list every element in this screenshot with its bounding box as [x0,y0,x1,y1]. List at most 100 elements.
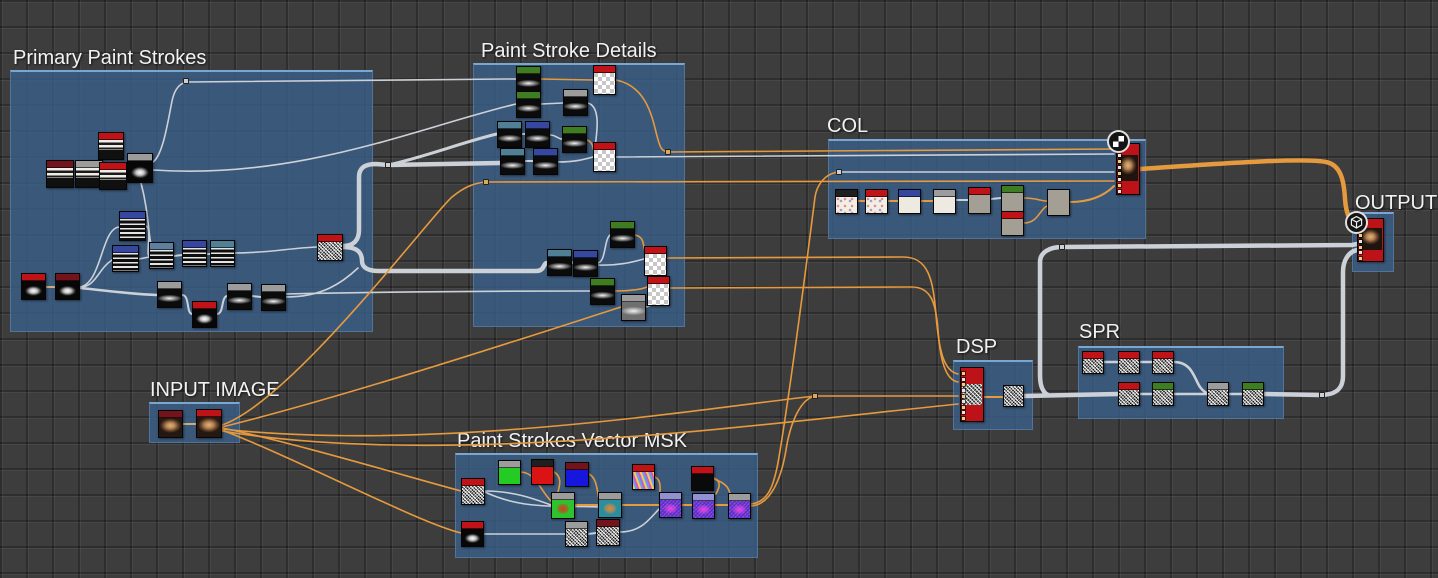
node-col-6[interactable] [1001,185,1024,212]
input-port[interactable] [1117,171,1122,176]
node-msk-3[interactable] [498,460,521,485]
node-col-4[interactable] [933,189,956,214]
node-msk-8[interactable] [598,492,622,518]
node-psd-10[interactable] [533,148,558,175]
input-port[interactable] [961,416,966,421]
checkerboard-view-icon[interactable] [1107,130,1130,153]
node-pps-13[interactable] [55,273,80,300]
node-dsp-1[interactable] [960,367,984,422]
node-psd-15[interactable] [590,278,615,305]
node-msk-4[interactable] [531,459,554,485]
node-pps-2[interactable] [46,160,74,188]
node-psd-4[interactable] [563,89,588,116]
input-port[interactable] [961,404,966,410]
node-pps-6[interactable] [119,211,146,241]
node-psd-14[interactable] [644,246,667,276]
node-psd-5[interactable] [497,121,522,148]
input-port[interactable] [961,399,966,405]
node-thumbnail [836,197,857,213]
node-msk-1[interactable] [461,478,485,505]
node-col-1[interactable] [835,189,858,214]
node-spr-5[interactable] [1152,382,1174,406]
node-in-1[interactable] [158,410,183,438]
input-port[interactable] [1117,165,1122,170]
input-port[interactable] [1117,159,1122,164]
node-pps-12[interactable] [21,273,46,300]
node-pps-8[interactable] [149,242,174,269]
input-port[interactable] [1358,250,1363,256]
node-dsp-2[interactable] [1003,385,1024,407]
node-thumbnail [197,417,221,437]
node-psd-3[interactable] [516,91,541,118]
node-psd-7[interactable] [562,126,587,153]
node-psd-1[interactable] [516,66,541,93]
input-port[interactable] [1117,153,1122,158]
input-port[interactable] [961,393,966,399]
node-msk-5[interactable] [565,462,589,487]
input-port[interactable] [1117,177,1122,182]
node-msk-10[interactable] [659,492,682,518]
node-thumbnail [594,73,615,94]
node-header [499,461,520,468]
node-col-5[interactable] [968,187,991,214]
node-psd-6[interactable] [525,121,550,148]
input-port[interactable] [961,387,966,393]
node-spr-3[interactable] [1152,351,1174,374]
node-col-7[interactable] [1001,211,1024,236]
node-header [648,277,669,284]
node-psd-11[interactable] [610,221,635,248]
node-msk-6[interactable] [551,492,575,519]
node-msk-13[interactable] [565,521,588,547]
input-port[interactable] [1117,183,1122,188]
node-psd-8[interactable] [593,142,616,172]
node-psd-9[interactable] [500,148,525,175]
node-col-2[interactable] [865,189,888,214]
node-psd-17[interactable] [647,276,670,306]
node-psd-2[interactable] [593,65,616,95]
node-pps-16[interactable] [227,283,252,310]
node-col-8[interactable] [1047,189,1070,216]
input-port[interactable] [1358,239,1363,244]
node-pps-17[interactable] [261,284,286,311]
node-psd-13[interactable] [573,250,598,277]
node-pps-11[interactable] [317,234,343,261]
node-in-2[interactable] [196,409,222,438]
input-port[interactable] [1358,256,1363,261]
node-spr-1[interactable] [1082,351,1104,374]
node-col-3[interactable] [898,189,921,214]
node-psd-16[interactable] [621,294,646,321]
node-spr-4[interactable] [1118,382,1140,406]
node-col-out[interactable] [1116,143,1140,195]
node-spr-7[interactable] [1242,382,1264,406]
node-psd-12[interactable] [547,249,572,276]
input-port[interactable] [961,376,966,382]
node-msk-12[interactable] [728,493,751,519]
node-spr-6[interactable] [1207,382,1229,406]
input-port[interactable] [1358,233,1363,239]
input-port[interactable] [961,410,966,416]
input-port[interactable] [961,382,966,388]
node-pps-9[interactable] [182,240,207,267]
node-thumbnail [692,474,713,490]
node-msk-14[interactable] [596,519,620,546]
node-pps-4[interactable] [99,162,127,190]
input-port[interactable] [1117,189,1122,194]
node-pps-1[interactable] [98,132,124,160]
node-spr-2[interactable] [1118,351,1140,374]
node-pps-15[interactable] [192,301,217,328]
cube-3d-view-icon[interactable] [1345,211,1368,234]
node-thumbnail [566,470,588,486]
node-msk-11[interactable] [692,493,715,519]
node-pps-7[interactable] [112,245,139,272]
node-pps-5[interactable] [127,153,153,183]
node-msk-7[interactable] [632,464,655,490]
node-msk-9[interactable] [691,466,714,491]
input-port[interactable] [1358,244,1363,250]
node-header [100,163,126,170]
node-pps-10[interactable] [210,240,235,267]
node-msk-2[interactable] [461,521,484,547]
node-pps-14[interactable] [157,281,182,308]
input-port[interactable] [961,371,966,376]
node-pps-3[interactable] [75,160,103,188]
